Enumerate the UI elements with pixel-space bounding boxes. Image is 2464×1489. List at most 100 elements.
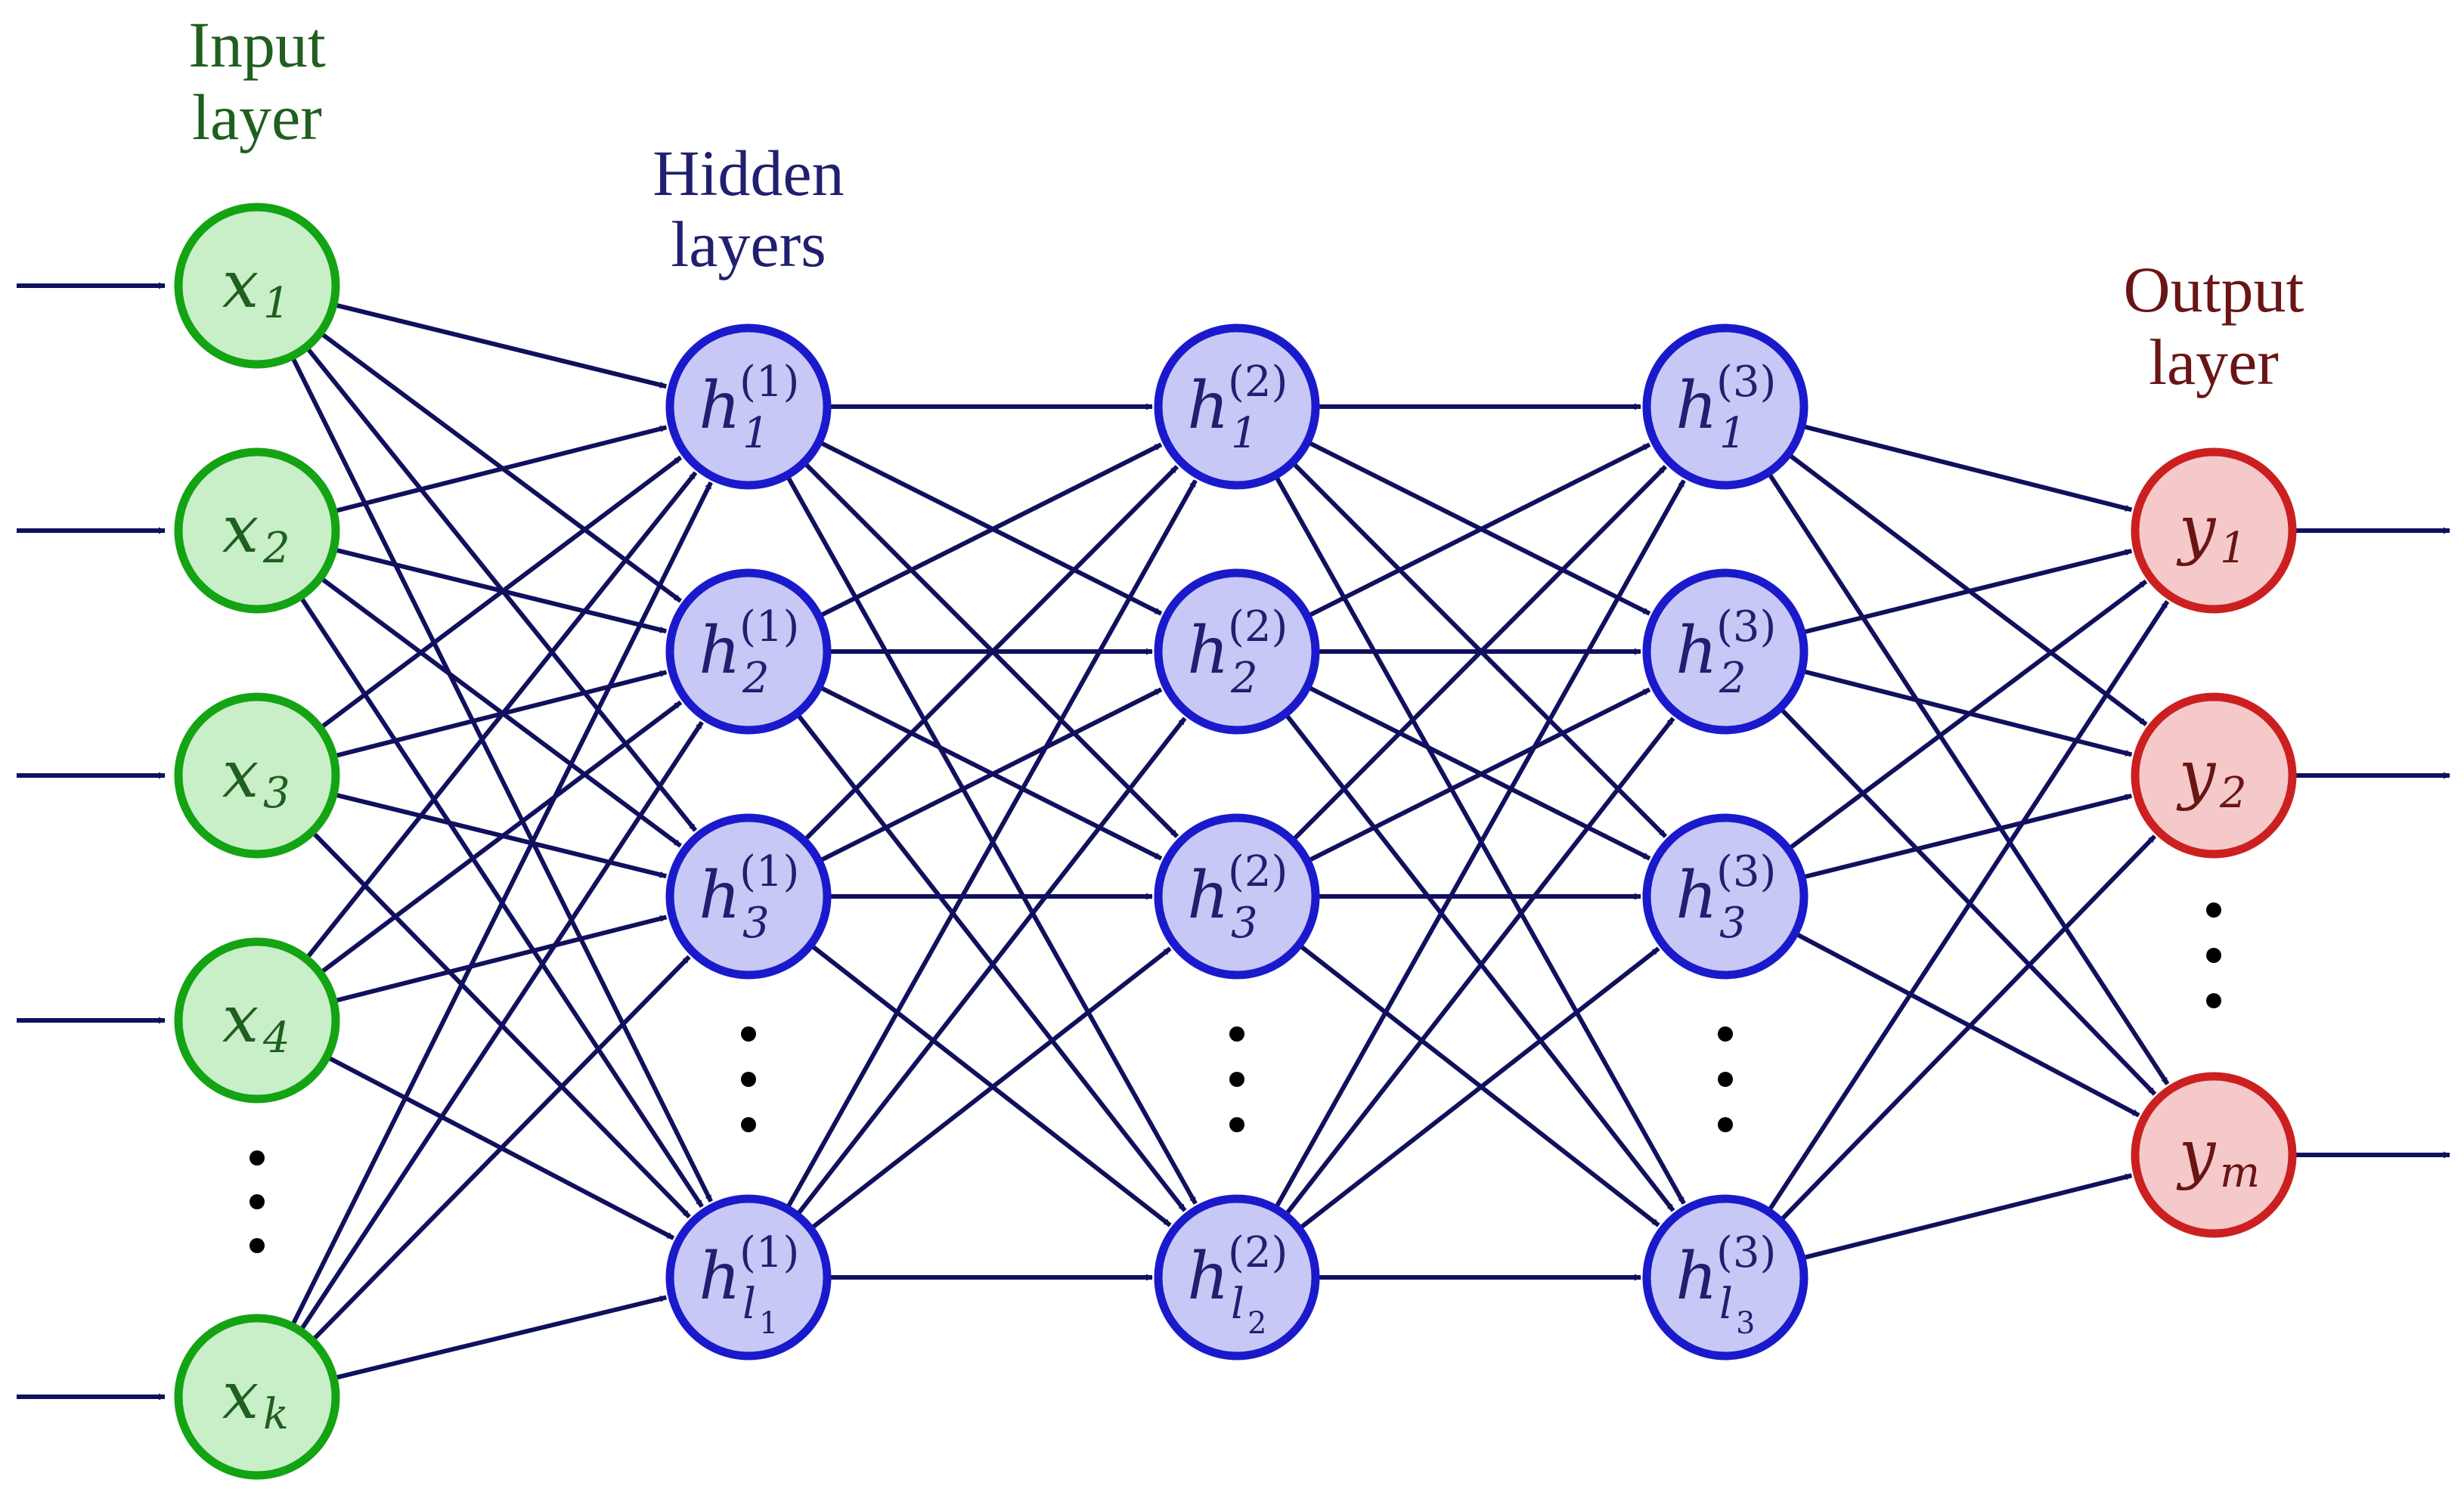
connection-edge xyxy=(1766,471,2170,1085)
hidden-ellipsis-dot xyxy=(1229,1117,1244,1132)
hidden-ellipsis-dot xyxy=(1718,1026,1733,1042)
neuron-subscript: l xyxy=(742,1280,756,1329)
connection-edge xyxy=(785,474,1198,1205)
neuron-superscript: (3) xyxy=(1716,1228,1776,1277)
neuron-subsubscript: 3 xyxy=(1736,1306,1755,1341)
connection-edge xyxy=(1306,439,1651,616)
neuron-circle xyxy=(174,692,340,859)
neuron-subscript: 2 xyxy=(2219,769,2247,818)
neuron-subscript: k xyxy=(263,1390,289,1439)
connection-edge xyxy=(1306,684,1651,861)
neuron-subscript: 3 xyxy=(742,899,770,948)
connection-edge xyxy=(298,720,704,1333)
neuron-superscript: (2) xyxy=(1228,358,1288,407)
neuron-symbol: h xyxy=(1187,858,1229,933)
neuron-symbol: h xyxy=(1187,368,1229,444)
neuron-circle xyxy=(665,813,832,980)
hidden-ellipsis-dot xyxy=(1718,1117,1733,1132)
neuron-symbol: y xyxy=(2176,1116,2217,1192)
output-ellipsis-dot xyxy=(2206,948,2221,963)
connection-edge xyxy=(333,302,668,389)
neuron-circle xyxy=(1642,1194,1808,1361)
neuron-symbol: h xyxy=(699,613,740,689)
input-ellipsis-dot xyxy=(249,1194,265,1209)
neuron-circle xyxy=(665,568,832,735)
neuron-subsubscript: 1 xyxy=(759,1306,778,1341)
connection-edge xyxy=(809,943,1172,1227)
hidden-title-line-1: Hidden xyxy=(652,137,844,209)
connection-edge xyxy=(817,442,1163,619)
neuron-subscript: 4 xyxy=(262,1014,290,1063)
neuron-circle xyxy=(174,203,340,369)
connection-edge xyxy=(1306,687,1651,864)
connection-edge xyxy=(1283,712,1675,1212)
hidden-ellipsis-dot xyxy=(741,1117,756,1132)
connection-edge xyxy=(785,479,1198,1210)
connection-edge xyxy=(1801,423,2133,512)
neuron-circle xyxy=(1154,323,1320,490)
connection-edge xyxy=(318,455,683,730)
connection-edge xyxy=(817,684,1163,861)
neuron-symbol: h xyxy=(1675,368,1717,444)
connection-edge xyxy=(1801,668,2133,757)
neuron-subscript: 2 xyxy=(1719,654,1746,703)
output-title-line-1: Output xyxy=(2124,253,2304,326)
neuron-symbol: h xyxy=(1187,1239,1229,1314)
neuron-subsubscript: 2 xyxy=(1247,1306,1266,1341)
neuron-subscript: l xyxy=(1231,1280,1244,1329)
hidden-ellipsis-dot xyxy=(741,1026,756,1042)
neuron-subscript: 2 xyxy=(742,654,770,703)
neuron-symbol: h xyxy=(1675,1239,1717,1314)
neuron-circle xyxy=(1154,568,1320,735)
connection-edge xyxy=(333,1295,668,1381)
connection-edge xyxy=(318,700,683,975)
neuron-symbol: h xyxy=(699,368,740,444)
connection-edge xyxy=(318,330,682,603)
connection-edge xyxy=(1801,548,2133,635)
connection-edge xyxy=(304,471,698,961)
connection-edge xyxy=(1766,600,2170,1213)
connection-edge xyxy=(333,425,668,514)
neuron-circle xyxy=(174,937,340,1104)
neuron-superscript: (1) xyxy=(739,358,799,407)
connection-edge xyxy=(1793,931,2140,1118)
neuron-subscript: 3 xyxy=(1231,899,1258,948)
neuron-superscript: (2) xyxy=(1228,847,1288,896)
input-title-line-2: layer xyxy=(192,81,322,153)
connection-edge xyxy=(1273,479,1686,1210)
neuron-symbol: h xyxy=(699,858,740,933)
connection-edge xyxy=(1306,442,1651,619)
connection-edge xyxy=(1801,793,2133,880)
hidden-ellipsis-dot xyxy=(1229,1026,1244,1042)
hidden-ellipsis-dot xyxy=(1718,1072,1733,1087)
neuron-circle xyxy=(665,323,832,490)
neuron-superscript: (2) xyxy=(1228,602,1288,652)
neuron-subscript: m xyxy=(2220,1148,2260,1197)
neuron-subscript: 1 xyxy=(263,279,290,328)
connections xyxy=(17,282,2450,1401)
neuron-subscript: 1 xyxy=(1719,409,1746,458)
connection-edge xyxy=(1291,465,1668,843)
neuron-circle xyxy=(665,1194,832,1361)
neuron-superscript: (2) xyxy=(1228,1228,1288,1277)
connection-edge xyxy=(1297,943,1660,1227)
neuron-subscript: 1 xyxy=(2220,524,2247,573)
neuron-superscript: (1) xyxy=(739,847,799,896)
connection-edge xyxy=(809,946,1172,1231)
output-ellipsis-dot xyxy=(2206,993,2221,1008)
connection-edge xyxy=(1273,474,1686,1205)
connection-edge xyxy=(333,915,668,1004)
output-layer-title: Output layer xyxy=(2124,253,2304,398)
